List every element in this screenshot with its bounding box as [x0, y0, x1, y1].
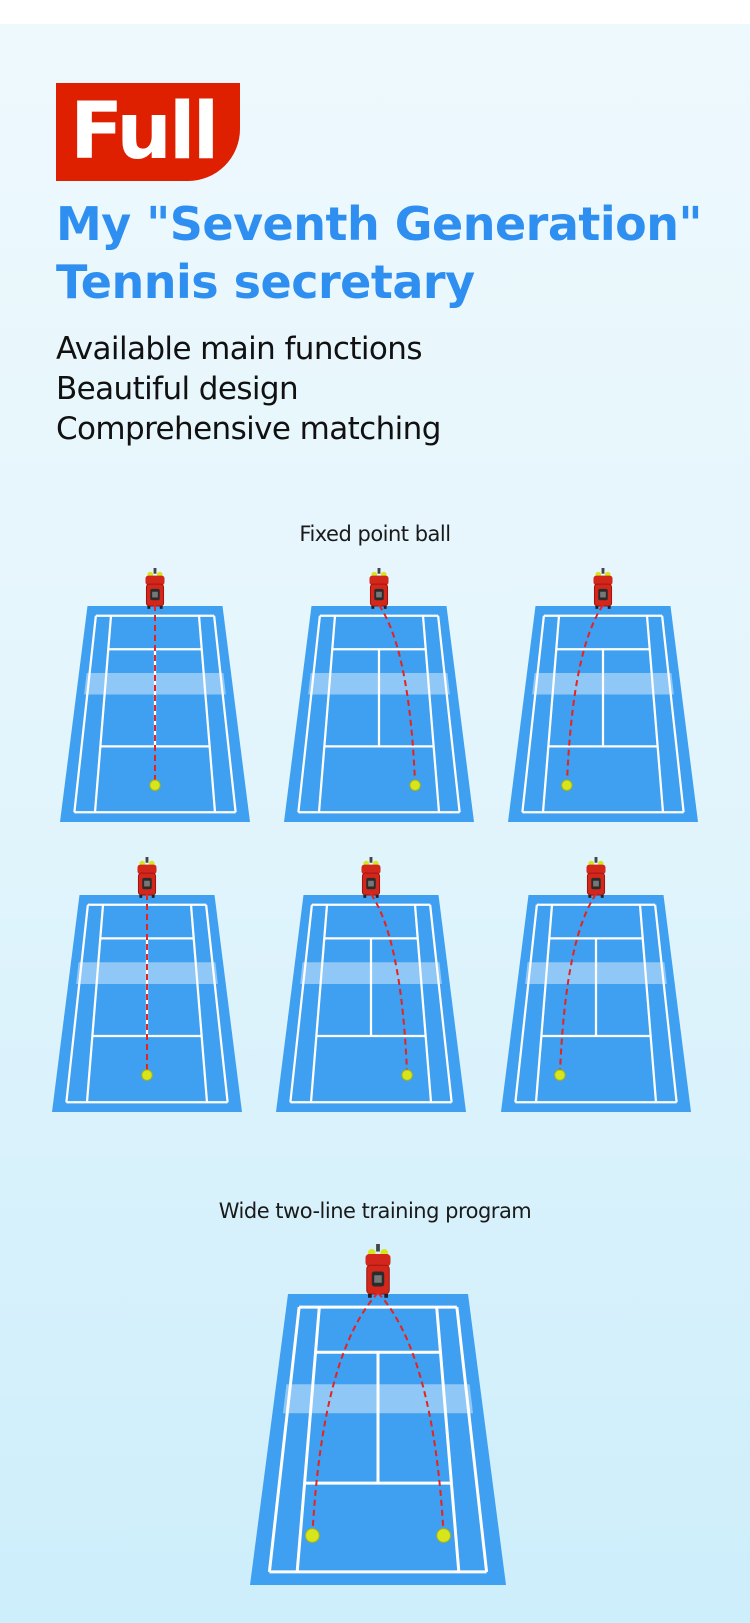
court-line	[660, 615, 685, 813]
shot-trajectory	[311, 1292, 379, 1536]
feature-item: Beautiful design	[56, 371, 299, 407]
shot-trajectory	[370, 893, 409, 1076]
shot-trajectory	[565, 604, 604, 786]
court-line	[297, 615, 322, 813]
section-title-wide-two-line: Wide two-line training program	[218, 1199, 532, 1223]
feature-item: Comprehensive matching	[56, 411, 441, 447]
court-line	[514, 904, 539, 1103]
tennis-court	[284, 568, 474, 822]
court-line	[204, 904, 229, 1103]
badge: Full	[56, 83, 240, 181]
shot-trajectory	[377, 1292, 445, 1536]
court-line	[428, 904, 453, 1103]
court-line	[521, 615, 546, 813]
tennis-court	[250, 1244, 506, 1585]
tennis-ball-icon	[436, 1528, 452, 1543]
court-net	[76, 962, 218, 984]
court-net	[282, 1384, 474, 1414]
tennis-ball-icon	[401, 1069, 413, 1081]
court-line	[73, 615, 98, 813]
section-title-fixed-point: Fixed point ball	[299, 522, 451, 546]
court-line	[212, 615, 237, 813]
court-net	[300, 962, 442, 984]
ball-machine-icon	[145, 568, 165, 609]
court-net	[308, 672, 450, 695]
ball-machine-icon	[369, 568, 389, 609]
ball-machine-icon	[593, 568, 613, 609]
badge-text: Full	[70, 87, 219, 177]
ball-machine-icon	[586, 857, 606, 898]
tennis-court	[276, 857, 466, 1112]
court-line	[267, 1306, 301, 1573]
tennis-ball-icon	[149, 779, 161, 792]
court-net	[525, 962, 667, 984]
feature-item: Available main functions	[56, 331, 422, 367]
ball-machine-icon	[361, 857, 381, 898]
ball-machine-icon	[365, 1244, 391, 1298]
shot-trajectory	[558, 893, 597, 1076]
tennis-ball-icon	[561, 779, 573, 792]
tennis-ball-icon	[304, 1528, 320, 1543]
court-net	[84, 672, 226, 695]
court-line	[455, 1306, 489, 1573]
court-line	[653, 904, 678, 1103]
court-net	[532, 672, 674, 695]
headline-line2: Tennis secretary	[56, 255, 475, 309]
court-line	[436, 615, 461, 813]
tennis-court	[501, 857, 691, 1112]
tennis-court	[52, 857, 242, 1112]
tennis-court	[508, 568, 698, 822]
tennis-ball-icon	[409, 779, 421, 792]
shot-trajectory	[378, 604, 417, 786]
tennis-ball-icon	[141, 1069, 153, 1081]
ball-machine-icon	[137, 857, 157, 898]
court-line	[65, 904, 90, 1103]
headline-line1: My "Seventh Generation"	[56, 197, 702, 251]
tennis-ball-icon	[554, 1069, 566, 1081]
court-line	[289, 904, 314, 1103]
tennis-court	[60, 568, 250, 822]
